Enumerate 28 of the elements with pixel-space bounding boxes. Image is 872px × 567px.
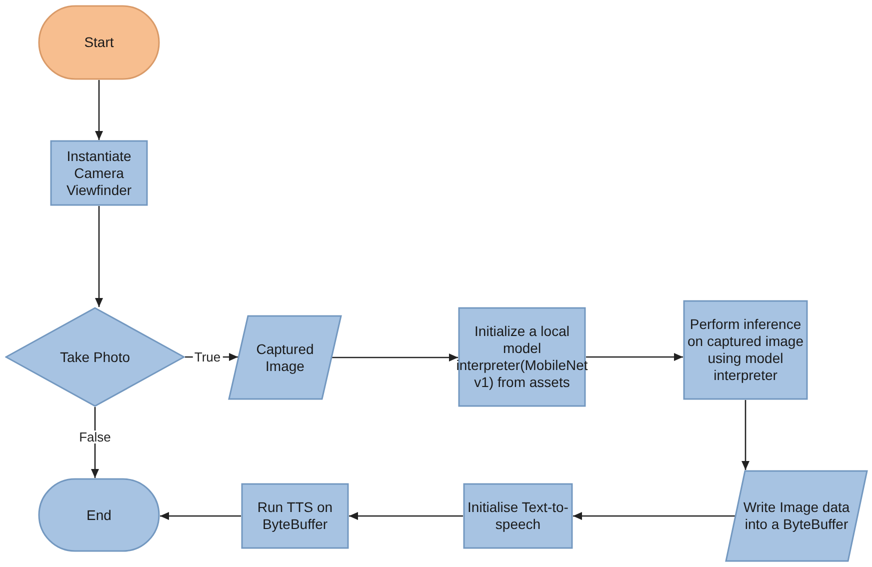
process-box <box>50 140 148 206</box>
edge-label: True <box>192 350 223 364</box>
node-text: Perform inference on captured image using model interpreter <box>687 316 804 384</box>
process-box <box>458 307 586 407</box>
arrow <box>573 512 735 520</box>
node-text: Captured Image <box>255 340 315 374</box>
edge-label: False <box>77 430 113 443</box>
node-text: Start <box>84 34 114 51</box>
node-text: Take Photo <box>60 348 130 366</box>
process-box <box>463 483 573 549</box>
arrow <box>742 400 750 470</box>
arrow <box>95 80 103 140</box>
arrow <box>349 512 463 520</box>
node-text: Run TTS on ByteBuffer <box>256 499 334 533</box>
node-text: End <box>86 506 112 524</box>
arrow <box>95 206 103 307</box>
arrow <box>586 353 683 361</box>
decision-diamond <box>5 307 185 407</box>
node-text: Write Image data into a ByteBuffer <box>743 499 850 533</box>
data-parallelogram <box>228 315 342 400</box>
node-text: Initialize a local model interpreter(MobileNet v1) from assets <box>456 323 588 391</box>
process-box <box>683 300 808 400</box>
data-parallelogram <box>725 470 868 562</box>
arrow <box>160 512 241 520</box>
node-text: Instantiate Camera Viewfinder <box>65 148 133 198</box>
arrow <box>332 354 458 362</box>
process-box <box>241 483 349 549</box>
node-text: Initialise Text-to-speech <box>467 499 569 533</box>
